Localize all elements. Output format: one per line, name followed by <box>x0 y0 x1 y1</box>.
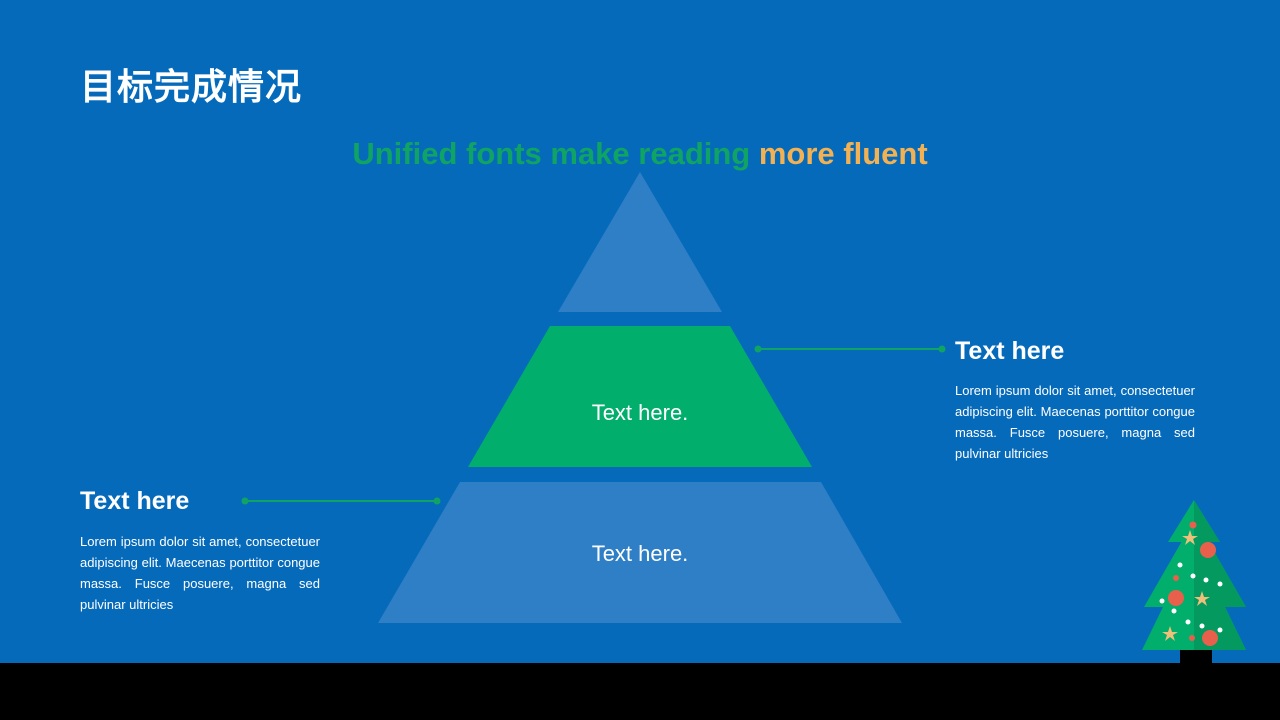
headline-part-orange: more fluent <box>758 136 928 171</box>
christmas-tree-icon <box>1142 500 1246 663</box>
pyramid-diagram: Text here. Text here. <box>241 172 946 623</box>
callout-left-body: Lorem ipsum dolor sit amet, consectetuer… <box>80 534 320 612</box>
pyramid-middle-label: Text here. <box>592 400 689 425</box>
callout-left-heading: Text here <box>80 487 190 515</box>
connector-left <box>241 497 441 505</box>
pyramid-bottom-level <box>378 482 902 623</box>
pyramid-bottom-label: Text here. <box>592 541 689 566</box>
headline: Unified fonts make reading more fluent <box>0 136 1280 172</box>
headline-part-green: Unified fonts make reading <box>352 136 759 171</box>
pyramid-middle-level <box>468 326 812 467</box>
callout-right-heading: Text here <box>955 337 1065 365</box>
page-title: 目标完成情况 <box>80 67 303 108</box>
connector-right <box>754 345 946 353</box>
callout-right-body: Lorem ipsum dolor sit amet, consectetuer… <box>955 383 1195 461</box>
pyramid-top-level <box>558 172 722 312</box>
slide: 目标完成情况 Unified fonts make reading more f… <box>0 0 1280 663</box>
